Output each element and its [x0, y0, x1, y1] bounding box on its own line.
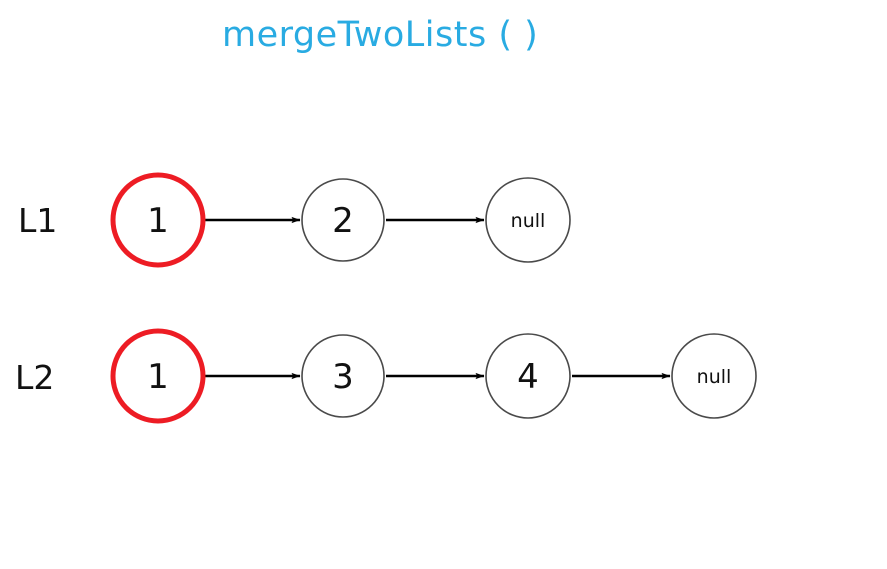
node-value-label: 1 [147, 357, 169, 397]
list-node-l1-3[interactable]: null [485, 177, 571, 263]
node-null-label: null [697, 366, 732, 388]
list-label-l1: L1 [18, 201, 57, 240]
node-circle[interactable] [485, 333, 571, 419]
linked-list-row-l2: L2 1 3 4 null [15, 328, 757, 424]
list-node-l1-1[interactable]: 1 [110, 172, 206, 268]
node-circle[interactable] [671, 333, 757, 419]
page-title: mergeTwoLists ( ) [222, 15, 538, 55]
list-node-l1-2[interactable]: 2 [301, 178, 385, 262]
node-value-label: 2 [332, 201, 354, 241]
node-null-label: null [511, 210, 546, 232]
node-value-label: 3 [332, 357, 354, 397]
list-node-l2-4[interactable]: null [671, 333, 757, 419]
list-node-l2-1[interactable]: 1 [110, 328, 206, 424]
list-label-l2: L2 [15, 358, 54, 397]
node-value-label: 4 [517, 357, 539, 397]
node-circle[interactable] [301, 178, 385, 262]
node-circle[interactable] [301, 334, 385, 418]
node-circle[interactable] [485, 177, 571, 263]
head-node-circle[interactable] [110, 172, 206, 268]
linked-list-row-l1: L1 1 2 null [18, 172, 571, 268]
list-node-l2-3[interactable]: 4 [485, 333, 571, 419]
node-value-label: 1 [147, 201, 169, 241]
list-node-l2-2[interactable]: 3 [301, 334, 385, 418]
head-node-circle[interactable] [110, 328, 206, 424]
